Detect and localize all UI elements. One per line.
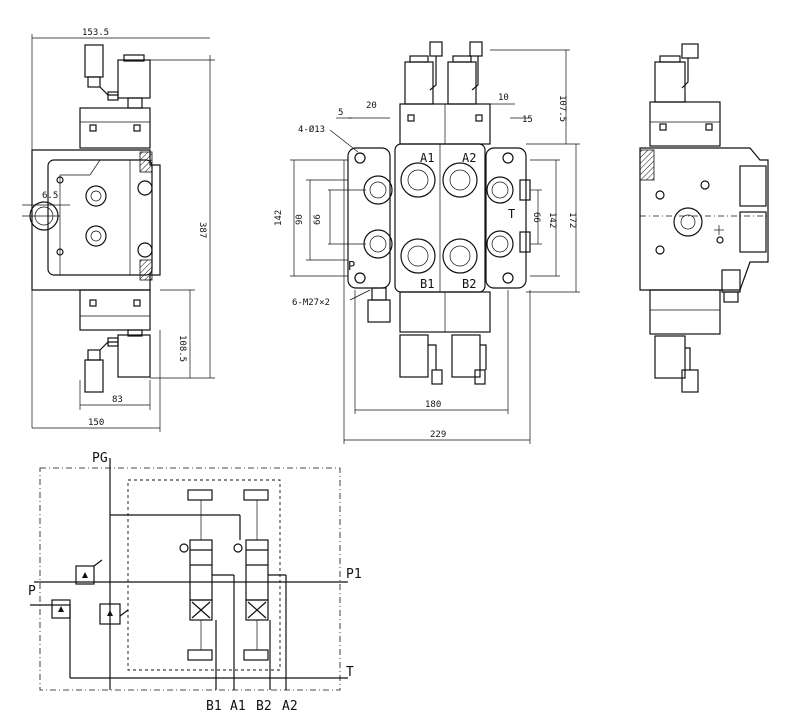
schematic-label-b1: B1: [206, 699, 222, 714]
schematic-label-p: P: [28, 584, 36, 599]
dim-20: 20: [366, 101, 377, 111]
dim-108-5: 108.5: [177, 335, 187, 362]
port-label-a2: A2: [462, 151, 476, 165]
dim-142-right: 142: [547, 212, 557, 228]
dim-6-5: 6.5: [42, 191, 58, 201]
schematic-label-p1: P1: [346, 567, 362, 582]
dim-387: 387: [197, 222, 207, 238]
port-label-p: P: [348, 259, 355, 273]
dim-180: 180: [425, 400, 441, 410]
dim-5: 5: [338, 108, 343, 118]
hydraulic-schematic: PG P P1 T B1 A1 B2 A2: [28, 451, 362, 714]
dim-10: 10: [498, 93, 509, 103]
schematic-label-pg: PG: [92, 451, 108, 466]
dim-229: 229: [430, 430, 446, 440]
dim-15: 15: [522, 115, 533, 125]
port-label-b2: B2: [462, 277, 476, 291]
dim-90: 90: [295, 214, 305, 225]
port-label-t: T: [508, 207, 515, 221]
schematic-label-t: T: [346, 665, 354, 680]
side-view-left: 153.5 387 6.5 108.5 83 150: [22, 28, 215, 432]
port-label-b1: B1: [420, 277, 434, 291]
dim-66-left: 66: [313, 214, 323, 225]
side-view-right: [639, 43, 770, 393]
dim-142-left: 142: [274, 210, 284, 226]
dim-thread-spec: 6-M27×2: [292, 298, 330, 308]
schematic-label-b2: B2: [256, 699, 272, 714]
schematic-label-a2: A2: [282, 699, 298, 714]
dim-66-right: 66: [531, 212, 541, 223]
dim-150: 150: [88, 418, 104, 428]
dim-hole-spec: 4-Ø13: [298, 124, 325, 135]
dim-83: 83: [112, 395, 123, 405]
dim-172: 172: [567, 212, 577, 228]
schematic-label-a1: A1: [230, 699, 246, 714]
port-label-a1: A1: [420, 151, 434, 165]
front-view: 5 20 4-Ø13 142 90 66 10 15 107.5 66 142 …: [274, 41, 580, 444]
dim-153-5: 153.5: [82, 28, 109, 38]
dim-107-5: 107.5: [557, 95, 567, 122]
